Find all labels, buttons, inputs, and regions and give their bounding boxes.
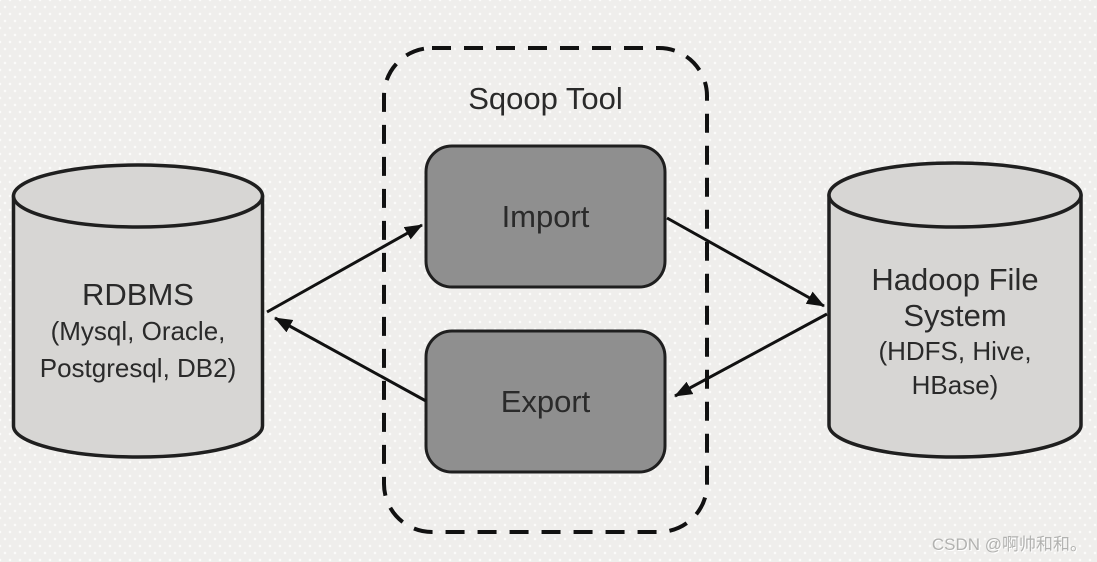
sqoop-tool-container-border	[382, 46, 709, 534]
rdbms-subtitle-line2: Postgresql, DB2)	[39, 353, 237, 383]
arrow-import-to-hadoop	[666, 216, 825, 308]
rdbms-title: RDBMS	[82, 277, 194, 312]
hadoop-cylinder-body	[827, 193, 1083, 459]
hadoop-title-line1: Hadoop File	[871, 262, 1039, 297]
hadoop-subtitle-line1: (HDFS, Hive,	[878, 336, 1032, 366]
csdn-watermark: CSDN @啊帅和和。	[931, 535, 1087, 554]
import-box-shape	[424, 144, 667, 289]
export-node-label: Export	[500, 383, 591, 419]
rdbms-cylinder-body	[11, 194, 265, 459]
arrow-rdbms-to-import	[266, 223, 423, 314]
import-node-label: Import	[501, 198, 590, 234]
rdbms-node-label: RDBMS (Mysql, Oracle, Postgresql, DB2)	[13, 276, 263, 387]
arrow-hadoop-to-export	[674, 312, 828, 398]
export-box-shape	[424, 329, 667, 474]
rdbms-subtitle-line1: (Mysql, Oracle,	[50, 316, 226, 346]
hadoop-node-label: Hadoop File System (HDFS, Hive, HBase)	[829, 262, 1081, 402]
arrow-export-to-rdbms	[274, 316, 427, 403]
sqoop-tool-title: Sqoop Tool	[468, 81, 623, 116]
hadoop-subtitle-line2: HBase)	[911, 370, 999, 400]
rdbms-cylinder-top	[11, 163, 265, 229]
hadoop-cylinder-top	[827, 161, 1083, 229]
hadoop-title-line2: System	[903, 298, 1007, 333]
